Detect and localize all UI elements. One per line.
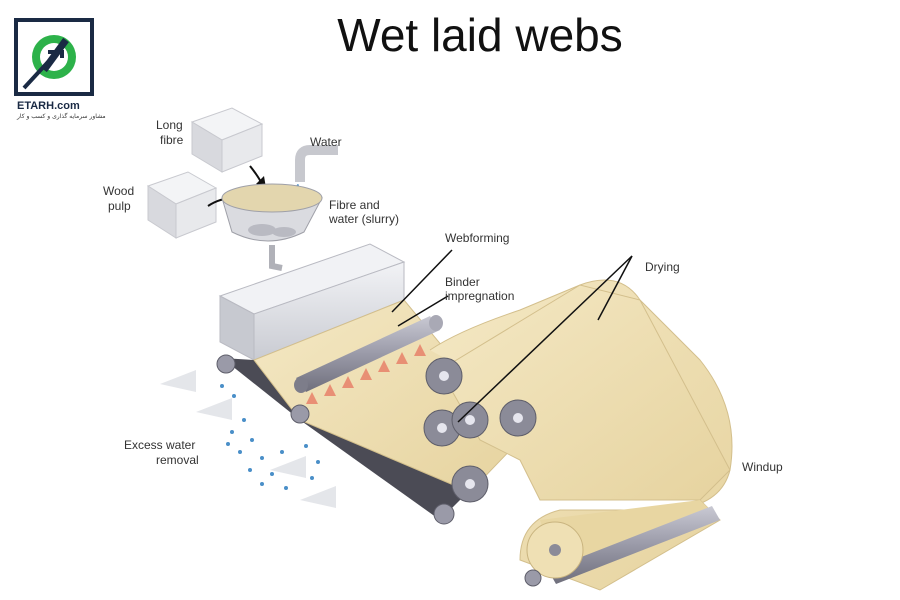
long-fibre-cube	[190, 107, 264, 173]
windup-roll	[524, 500, 720, 587]
label-drying: Drying	[645, 260, 680, 274]
label-water: Water	[310, 135, 342, 149]
label-slurry-2: water (slurry)	[328, 212, 399, 226]
label-excess-water-1: Excess water	[124, 438, 195, 452]
dryer-cylinders	[423, 357, 537, 503]
leader-lines	[391, 249, 633, 423]
label-webforming: Webforming	[445, 231, 509, 245]
label-binder-1: Binder	[445, 275, 480, 289]
page-title: Wet laid webs	[337, 9, 623, 61]
label-slurry-1: Fibre and	[329, 198, 380, 212]
wood-pulp-cube	[146, 171, 218, 239]
water-pipe	[295, 145, 338, 182]
label-excess-water-2: removal	[156, 453, 199, 467]
label-wood-pulp-2: pulp	[108, 199, 131, 213]
etarh-logo	[14, 18, 94, 96]
label-long-fibre-1: Long	[156, 118, 183, 132]
water-removal-arrows	[160, 370, 336, 508]
label-long-fibre-2: fibre	[160, 133, 184, 147]
binder-roller	[294, 315, 443, 404]
label-wood-pulp-1: Wood	[103, 184, 134, 198]
slurry-tank	[221, 183, 323, 271]
headbox	[218, 243, 406, 361]
logo-brand: ETARH.com	[17, 100, 80, 112]
label-binder-2: impregnation	[445, 289, 514, 303]
logo-tagline: مشاور سرمایه گذاری و کسب و کار	[17, 113, 106, 120]
label-windup: Windup	[742, 460, 783, 474]
belt-rollers	[216, 354, 455, 525]
